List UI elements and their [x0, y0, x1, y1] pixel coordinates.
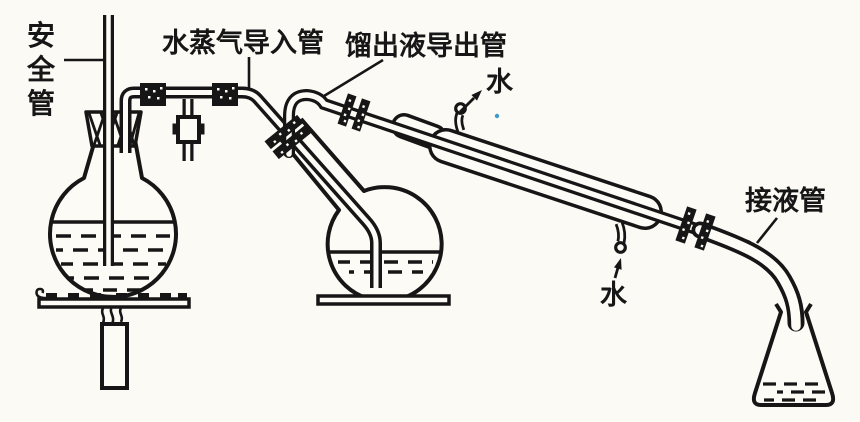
label-safety-tube: 安全管 [27, 19, 56, 120]
rubber-connector-1 [140, 83, 166, 106]
condenser-inlet-bands [337, 93, 371, 132]
water-in-arrow [613, 258, 622, 279]
label-water-out: 水 [486, 67, 513, 98]
leader-receiver [755, 217, 779, 244]
label-water-in: 水 [600, 280, 627, 311]
label-steam-inlet-tube: 水蒸气导入管 [162, 28, 324, 59]
steam-delivery-tube [119, 86, 382, 291]
stand-plate-middle [316, 294, 451, 306]
water-inlet-nozzle [614, 221, 627, 254]
stand-plate-left [35, 287, 191, 309]
water-outlet-nozzle [454, 102, 467, 133]
receiver-connector-bands [675, 206, 716, 251]
rubber-connector-2 [212, 83, 238, 106]
erlenmeyer-flask [751, 302, 836, 407]
leader-lines [64, 57, 779, 244]
artifact-dot [494, 113, 500, 119]
receiver-tube [691, 221, 805, 332]
label-receiver-tube: 接液管 [745, 186, 826, 217]
leader-distillate-outlet [323, 58, 384, 98]
screw-clamp [172, 115, 205, 144]
distillate-outlet-tube [283, 88, 753, 252]
neck-stopper-bands [264, 114, 312, 160]
label-distillate-outlet-tube: 馏出液导出管 [345, 31, 507, 62]
water-out-arrow [459, 90, 482, 113]
burner [100, 322, 129, 390]
